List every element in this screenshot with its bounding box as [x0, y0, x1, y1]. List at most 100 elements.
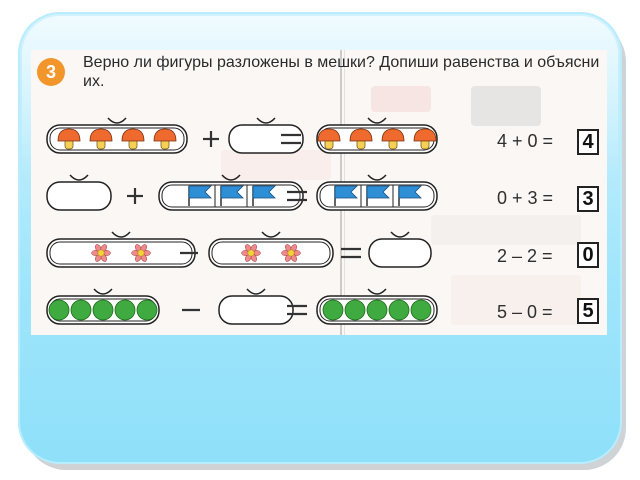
- bag-tie: [367, 288, 387, 295]
- mushroom-item: [317, 128, 341, 150]
- mushroom-item: [349, 128, 373, 150]
- bag-outline: [46, 124, 188, 154]
- green-circle: [366, 299, 388, 321]
- green-circle: [388, 299, 410, 321]
- equation-text: 0 + 3 =: [497, 188, 554, 208]
- bag-outline: [208, 238, 334, 268]
- equation-text: 4 + 0 =: [497, 131, 554, 151]
- bag-inner-outline: [319, 184, 435, 208]
- bag-inner-outline: [161, 184, 301, 208]
- bag-group: [316, 288, 438, 325]
- bag-inner-outline: [211, 241, 331, 265]
- bag-tie: [261, 231, 281, 238]
- flag-cloth: [252, 185, 276, 199]
- equation-text: 2 – 2 =: [497, 246, 553, 266]
- bag-tie: [390, 231, 410, 238]
- bag-tie: [111, 231, 131, 238]
- mushroom-cap: [381, 128, 405, 142]
- bag-tie: [107, 117, 127, 124]
- green-circle: [344, 299, 366, 321]
- answer-box[interactable]: 5: [577, 298, 599, 324]
- mushroom-cap: [89, 128, 113, 142]
- mushroom-cap: [349, 128, 373, 142]
- green-circle: [136, 299, 158, 321]
- flag-item: [252, 185, 276, 206]
- mushroom-cap: [413, 128, 437, 142]
- flower-item: [91, 244, 111, 262]
- bag-group: [46, 174, 112, 211]
- flag-cloth: [366, 185, 390, 199]
- circle-item: [388, 299, 410, 321]
- flag-cloth: [220, 185, 244, 199]
- green-circle: [114, 299, 136, 321]
- bag-group: [316, 117, 438, 154]
- circle-item: [136, 299, 158, 321]
- answer-box[interactable]: 4: [577, 129, 599, 155]
- circle-item: [70, 299, 92, 321]
- bag-group: [316, 174, 438, 211]
- circle-item: [92, 299, 114, 321]
- flag-item: [334, 185, 358, 206]
- bag-tie: [367, 117, 387, 124]
- bag-outline: [228, 124, 304, 154]
- answer-box[interactable]: 3: [577, 186, 599, 212]
- flag-item: [366, 185, 390, 206]
- green-circle: [48, 299, 70, 321]
- bag-outline: [316, 124, 438, 154]
- task-question: Верно ли фигуры разложены в мешки? Допиш…: [83, 54, 600, 90]
- background-ghost-box: [371, 86, 431, 112]
- mushroom-item: [89, 128, 113, 150]
- mushroom-cap: [317, 128, 341, 142]
- flag-item: [398, 185, 422, 206]
- flag-item: [188, 185, 212, 206]
- flower-center: [247, 249, 255, 257]
- circle-item: [322, 299, 344, 321]
- mushroom-item: [57, 128, 81, 150]
- task-number-badge: 3: [37, 58, 65, 86]
- mushroom-item: [413, 128, 437, 150]
- background-ghost-box: [431, 215, 581, 245]
- circle-item: [48, 299, 70, 321]
- bag-group: [46, 288, 160, 325]
- bag-tie: [256, 117, 276, 124]
- flower-item: [131, 244, 151, 262]
- background-ghost-box: [451, 275, 581, 325]
- circle-item: [344, 299, 366, 321]
- bag-group: [208, 231, 334, 268]
- equation-text: 5 – 0 =: [497, 302, 553, 322]
- flower-center: [137, 249, 145, 257]
- circle-item: [410, 299, 432, 321]
- bag-tie: [221, 174, 241, 181]
- flower-center: [287, 249, 295, 257]
- flag-cloth: [398, 185, 422, 199]
- bag-tie: [69, 174, 89, 181]
- textbook-page: 3 Верно ли фигуры разложены в мешки? Доп…: [31, 50, 607, 335]
- bag-tie: [246, 288, 266, 295]
- flag-item: [220, 185, 244, 206]
- flag-cloth: [188, 185, 212, 199]
- bag-tie: [93, 288, 113, 295]
- flower-item: [281, 244, 301, 262]
- bag-group: [158, 174, 304, 211]
- answer-box[interactable]: 0: [577, 242, 599, 268]
- green-circle: [322, 299, 344, 321]
- flag-cloth: [334, 185, 358, 199]
- bag-outline: [46, 181, 112, 211]
- mushroom-cap: [57, 128, 81, 142]
- bag-outline: [218, 295, 294, 325]
- mushroom-cap: [153, 128, 177, 142]
- circle-item: [366, 299, 388, 321]
- bag-group: [46, 231, 196, 268]
- bag-group: [368, 231, 432, 268]
- bag-group: [218, 288, 294, 325]
- circle-item: [114, 299, 136, 321]
- green-circle: [410, 299, 432, 321]
- bag-outline: [46, 238, 196, 268]
- flower-center: [97, 249, 105, 257]
- bag-group: [46, 117, 188, 154]
- flower-item: [241, 244, 261, 262]
- bag-outline: [368, 238, 432, 268]
- mushroom-cap: [121, 128, 145, 142]
- bag-group: [228, 117, 304, 154]
- green-circle: [92, 299, 114, 321]
